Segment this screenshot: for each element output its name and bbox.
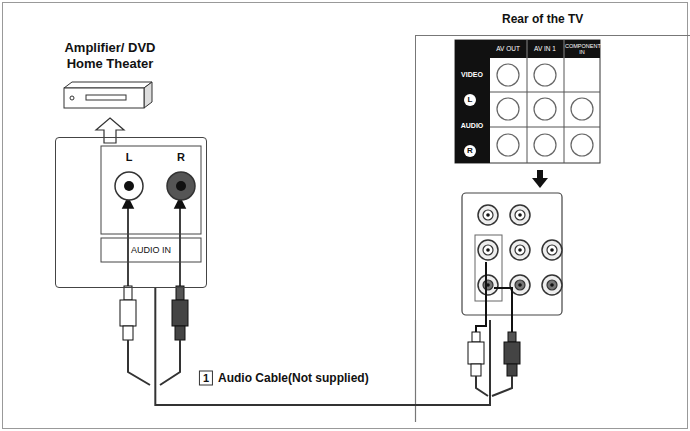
tv-heading: Rear of the TV bbox=[502, 12, 583, 26]
rca-plug-tv-red bbox=[504, 332, 520, 376]
rca-jack-pin bbox=[518, 213, 522, 217]
outer-border bbox=[3, 3, 688, 429]
audio-cable bbox=[155, 288, 490, 405]
rca-jack-pin bbox=[486, 213, 490, 217]
table-jack bbox=[497, 98, 519, 120]
rca-jack-core bbox=[515, 245, 525, 255]
jack-label: R bbox=[175, 151, 187, 163]
table-jack bbox=[571, 134, 593, 156]
cable-split-left bbox=[128, 340, 180, 385]
tv-rear-panel: Rear of the TV bbox=[415, 35, 690, 320]
rca-jack-pin bbox=[550, 248, 554, 252]
insert-arrows bbox=[123, 198, 185, 286]
jack-r-core bbox=[176, 181, 186, 191]
amplifier-device: Amplifier/ DVD Home Theater bbox=[40, 40, 180, 114]
rca-jack-core bbox=[515, 210, 525, 220]
hollow-arrow-shape bbox=[96, 118, 124, 143]
jack-grid bbox=[478, 205, 562, 295]
tv-terminal-table bbox=[455, 40, 600, 163]
row-header: L bbox=[468, 96, 473, 104]
hollow-arrow bbox=[90, 116, 130, 146]
device-drawing bbox=[40, 76, 180, 112]
rca-jack-core bbox=[483, 280, 493, 290]
jack-l bbox=[115, 172, 143, 200]
device-knob bbox=[70, 96, 74, 100]
callout-number: 1 bbox=[199, 371, 213, 386]
column-header: COMPONENT IN bbox=[565, 43, 599, 55]
rca-jack-core bbox=[515, 280, 525, 290]
audio-in-panel: L R AUDIO IN bbox=[55, 137, 207, 288]
rca-jack bbox=[478, 240, 498, 260]
device-front bbox=[64, 88, 144, 108]
rca-jack-core bbox=[483, 245, 493, 255]
table-jack bbox=[497, 64, 519, 86]
device-tray bbox=[86, 95, 126, 100]
rca-jack bbox=[510, 205, 530, 225]
row-header: R bbox=[467, 147, 473, 155]
row-header: AUDIO bbox=[461, 122, 484, 129]
zoom-arrow bbox=[532, 170, 548, 188]
rca-plug-left-white bbox=[120, 286, 136, 340]
cable-split-tv bbox=[476, 376, 512, 396]
rca-jack-core bbox=[547, 280, 557, 290]
device-heading: Amplifier/ DVD Home Theater bbox=[50, 40, 170, 72]
rca-jack bbox=[478, 205, 498, 225]
rca-jack bbox=[542, 275, 562, 295]
table-jack bbox=[497, 134, 519, 156]
rca-jack-pin bbox=[518, 248, 522, 252]
tv-frame-line bbox=[415, 320, 416, 422]
column-header: AV OUT bbox=[496, 46, 520, 53]
panel-label: AUDIO IN bbox=[129, 244, 173, 256]
device-side bbox=[144, 82, 152, 108]
rca-jack-core bbox=[547, 245, 557, 255]
jack-l-core bbox=[124, 181, 134, 191]
rca-jack-pin bbox=[518, 283, 522, 287]
rca-jack-pin bbox=[550, 283, 554, 287]
table-jack bbox=[534, 134, 556, 156]
cable-label: Audio Cable(Not supplied) bbox=[216, 371, 371, 385]
tv-plug-wires bbox=[476, 262, 512, 332]
rca-plug-left-red bbox=[172, 286, 188, 340]
rca-jack-pin bbox=[486, 248, 490, 252]
label-frame bbox=[101, 238, 201, 262]
rca-jack bbox=[542, 240, 562, 260]
jack-label: L bbox=[124, 151, 135, 163]
table-jack bbox=[534, 64, 556, 86]
jack-r bbox=[167, 172, 195, 200]
device-top bbox=[64, 82, 152, 88]
rca-plug-tv-white bbox=[468, 332, 484, 376]
rca-jack bbox=[510, 240, 530, 260]
table-jack bbox=[571, 98, 593, 120]
table-jack bbox=[534, 98, 556, 120]
rca-jack bbox=[478, 275, 498, 295]
column-header: AV IN 1 bbox=[534, 46, 556, 53]
row-header: VIDEO bbox=[461, 71, 483, 78]
rca-jack-core bbox=[483, 210, 493, 220]
jack-frame bbox=[101, 146, 201, 234]
